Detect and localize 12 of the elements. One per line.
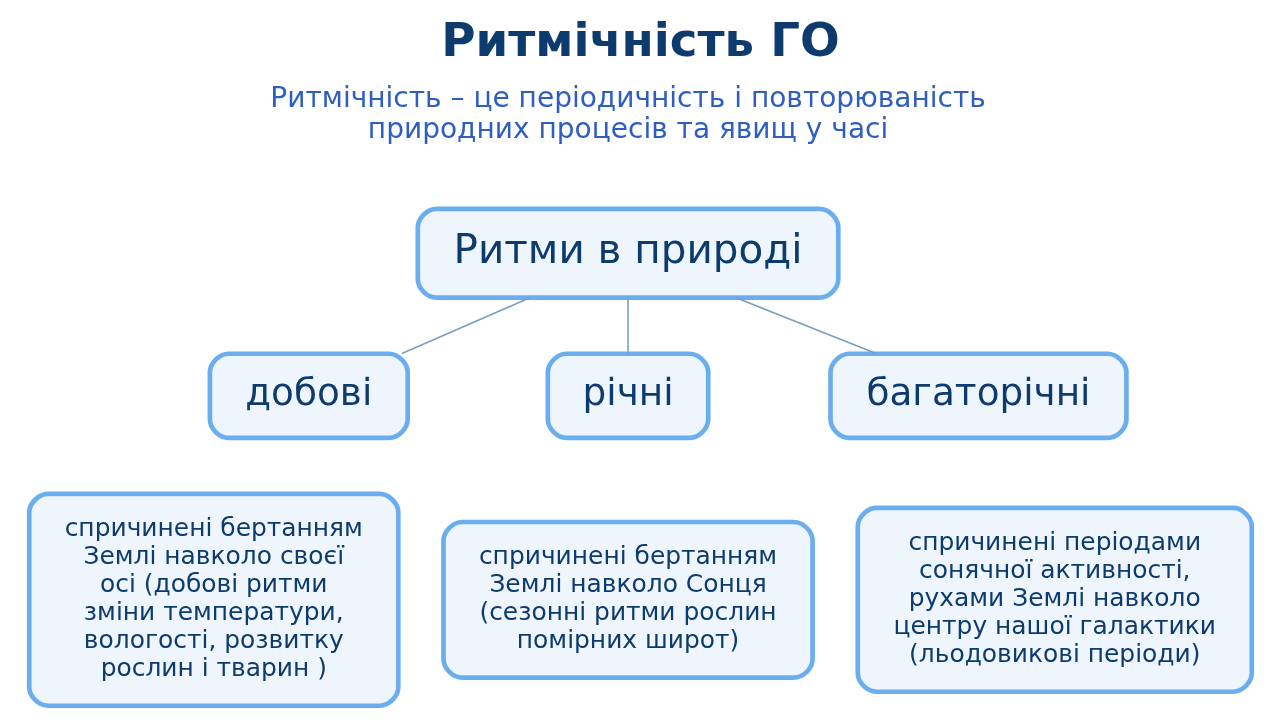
node-box: спричинені бертанням Землі навколо своєї осі (добові ритми зміни температури, вологості, розвитку рослин і тварин )	[26, 491, 401, 709]
connector	[626, 297, 629, 355]
node-box: добові	[207, 351, 410, 441]
label: Ритмічність – це періодичність і повторюваність природних процесів та явищ у часі	[269, 80, 986, 145]
node-box: спричинені бертанням Землі навколо Сонця (сезонні ритми рослин помірних широт)	[440, 519, 815, 681]
connector	[400, 297, 530, 355]
node-box: багаторічні	[827, 351, 1129, 441]
diagram-title: Ритмічність ГО	[440, 13, 840, 68]
node-box: Ритми в природі	[414, 206, 841, 301]
node-box: річні	[545, 351, 711, 441]
connector	[734, 297, 877, 355]
node-box: спричинені періодами сонячної активності, рухами Землі навколо центру нашої галактики (льодовикові періоди)	[854, 505, 1254, 695]
